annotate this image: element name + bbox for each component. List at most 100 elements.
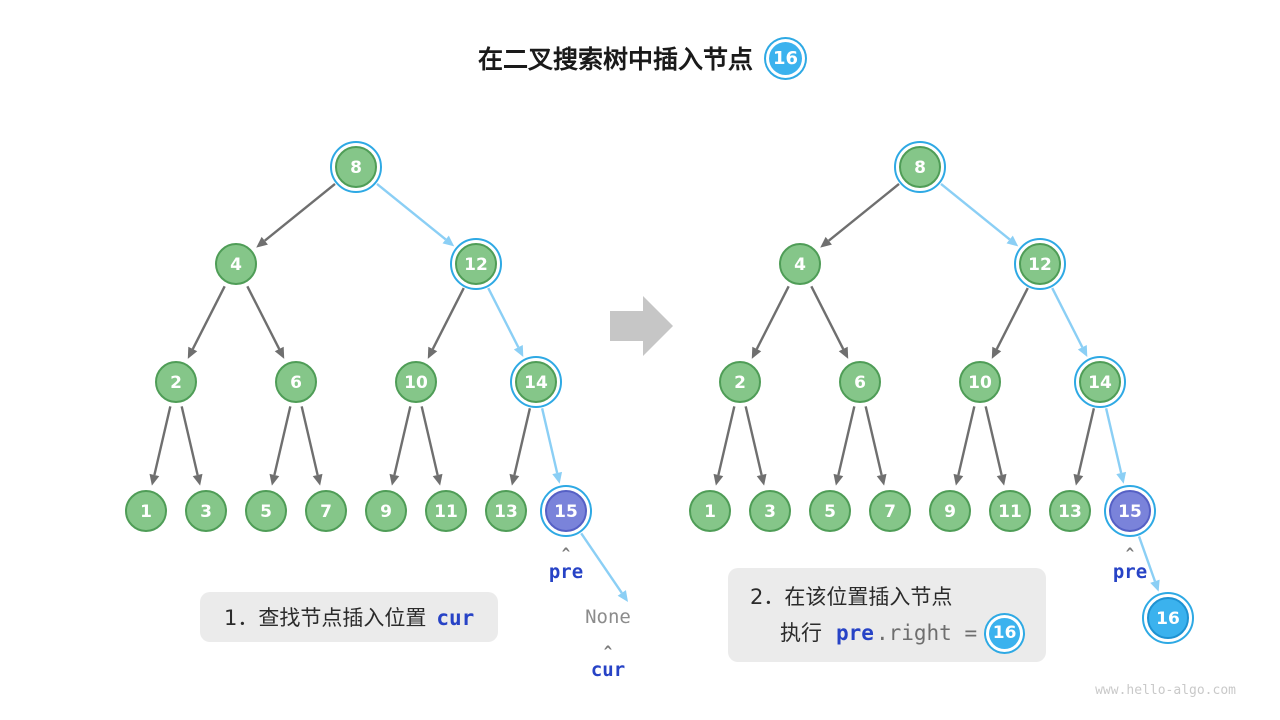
node-after-15: 15 [1104, 485, 1156, 537]
node-circle [839, 361, 881, 403]
edge-after-2-1-head [713, 473, 724, 486]
node-value: 6 [854, 373, 866, 393]
node-before-3: 3 [185, 490, 227, 532]
edge-after-10-11-head [996, 473, 1007, 486]
edge-before-12-14 [487, 287, 520, 348]
node-after-2: 2 [719, 361, 761, 403]
node-value: 5 [824, 502, 836, 522]
node-value: 4 [230, 255, 242, 275]
node-value: 1 [704, 502, 716, 522]
caption2-pre-keyword: pre [836, 621, 874, 646]
edge-before-8-12-head [442, 235, 455, 247]
node-after-8: 8 [894, 141, 946, 193]
node-value: 9 [944, 502, 956, 522]
edge-before-2-1 [153, 406, 172, 476]
edge-before-10-9-head [389, 473, 400, 486]
node-circle [779, 243, 821, 285]
node-after-6: 6 [839, 361, 881, 403]
node-circle [395, 361, 437, 403]
node-circle [515, 361, 557, 403]
title-node-badge-16: 16 [769, 41, 802, 75]
node-circle [215, 243, 257, 285]
node-circle [485, 490, 527, 532]
node-after-12: 12 [1014, 238, 1066, 290]
edge-after-14-15 [1104, 408, 1123, 474]
edge-after-2-3-head [756, 473, 767, 486]
caret-up-icon: ^ [1126, 546, 1135, 562]
node-value: 10 [968, 373, 992, 393]
edge-before-14-15 [540, 408, 559, 474]
highlight-ring [1014, 238, 1066, 290]
node-circle [245, 490, 287, 532]
node-before-7: 7 [305, 490, 347, 532]
none-label: None [585, 606, 631, 628]
node-circle [425, 490, 467, 532]
node-circle [719, 361, 761, 403]
node-value: 10 [404, 373, 428, 393]
caption2-node-badge-16: 16 [989, 617, 1021, 649]
node-circle [185, 490, 227, 532]
node-circle [929, 490, 971, 532]
node-circle [305, 490, 347, 532]
edge-after-4-6 [810, 285, 845, 350]
node-before-12: 12 [450, 238, 502, 290]
node-circle [455, 243, 497, 285]
edge-after-6-5-head [833, 473, 844, 486]
title-text: 在二叉搜索树中插入节点 [477, 45, 753, 74]
node-circle [1079, 361, 1121, 403]
node-value: 2 [170, 373, 182, 393]
edge-after-10-9-head [953, 473, 964, 486]
node-after-16: 16 [1142, 592, 1194, 644]
node-value: 14 [1088, 373, 1112, 393]
node-before-6: 6 [275, 361, 317, 403]
edge-before-4-2 [191, 285, 226, 350]
edge-before-8-12 [376, 183, 447, 241]
edge-after-4-2-head [751, 346, 762, 359]
caption1-text: 1．查找节点插入位置 [224, 606, 427, 630]
edge-before-2-1-head [149, 473, 160, 486]
node-value: 3 [200, 502, 212, 522]
node-value: 7 [320, 502, 332, 522]
node-before-2: 2 [155, 361, 197, 403]
caption2-exec-text: 执行 [780, 621, 822, 646]
node-value: 9 [380, 502, 392, 522]
node-value: 5 [260, 502, 272, 522]
node-circle [1049, 490, 1091, 532]
node-after-14: 14 [1074, 356, 1126, 408]
node-before-5: 5 [245, 490, 287, 532]
node-circle [809, 490, 851, 532]
edge-after-8-12-head [1006, 235, 1019, 247]
edge-before-14-15-head [552, 471, 563, 484]
node-before-10: 10 [395, 361, 437, 403]
highlight-ring [894, 141, 946, 193]
edge-after-4-2 [755, 285, 790, 350]
node-value: 7 [884, 502, 896, 522]
edge-before-4-6-head [274, 346, 285, 359]
edge-before-2-3 [180, 406, 199, 476]
caption-step2: 2．在该位置插入节点 执行 pre .right = 16 [728, 568, 1047, 663]
caption2-code-text: .right = [875, 621, 978, 646]
pre-pointer-label: pre [549, 561, 583, 583]
node-circle [989, 490, 1031, 532]
node-circle [689, 490, 731, 532]
edge-after-15-16 [1137, 536, 1157, 582]
edge-after-14-13-head [1073, 473, 1084, 486]
node-value: 16 [1156, 609, 1180, 629]
edge-after-6-5 [837, 406, 856, 476]
edge-before-12-10-head [427, 346, 438, 359]
node-value: 13 [494, 502, 518, 522]
edge-before-10-9 [393, 406, 412, 476]
node-value: 8 [350, 158, 362, 178]
node-value: 11 [434, 502, 458, 522]
edge-before-10-11 [420, 406, 439, 476]
node-value: 13 [1058, 502, 1082, 522]
node-value: 12 [464, 255, 488, 275]
node-value: 15 [554, 502, 578, 522]
node-circle [1147, 597, 1189, 639]
node-after-4: 4 [779, 243, 821, 285]
edge-before-8-4-head [256, 236, 268, 248]
node-before-8: 8 [330, 141, 382, 193]
